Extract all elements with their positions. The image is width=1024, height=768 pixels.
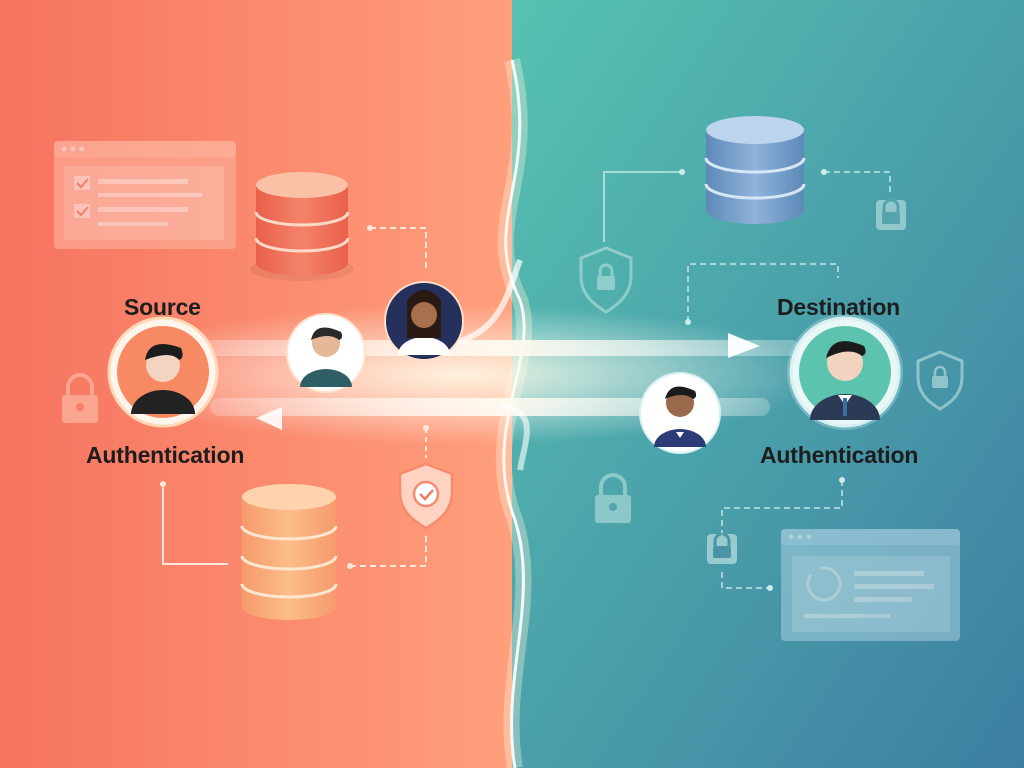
browser-window-icon xyxy=(54,141,236,249)
connector-line xyxy=(603,171,682,242)
shield-lock-icon xyxy=(579,246,633,314)
destination-title: Destination xyxy=(777,294,901,320)
database-icon xyxy=(704,116,806,224)
database-icon xyxy=(240,484,338,620)
user-avatar-icon xyxy=(639,372,721,454)
database-icon xyxy=(250,172,354,281)
shield-lock-icon xyxy=(916,350,964,411)
lock-icon xyxy=(876,198,906,230)
lock-icon xyxy=(595,473,631,523)
destination-subtitle: Authentication xyxy=(760,442,919,468)
user-avatar-icon xyxy=(286,313,366,393)
browser-window-icon xyxy=(781,529,960,641)
connector-line xyxy=(687,263,839,322)
shield-check-icon xyxy=(398,462,454,530)
source-title: Source xyxy=(124,294,201,320)
connector-line xyxy=(721,480,843,536)
connector-line xyxy=(350,532,427,567)
connector-line xyxy=(824,171,891,192)
source-user-avatar xyxy=(107,316,219,428)
connector-line xyxy=(370,227,427,268)
flow-band-bottom xyxy=(210,398,770,416)
flow-curve-down xyxy=(499,403,530,471)
lock-icon xyxy=(62,373,98,423)
arrow-right-icon xyxy=(728,333,760,358)
source-subtitle: Authentication xyxy=(86,442,245,468)
lock-icon xyxy=(707,532,737,564)
arrow-left-icon xyxy=(256,407,282,430)
connector-line xyxy=(162,484,228,565)
connector-line xyxy=(721,572,770,589)
sync-icon xyxy=(806,566,842,602)
user-avatar-icon xyxy=(384,281,464,361)
destination-user-avatar xyxy=(787,314,903,430)
